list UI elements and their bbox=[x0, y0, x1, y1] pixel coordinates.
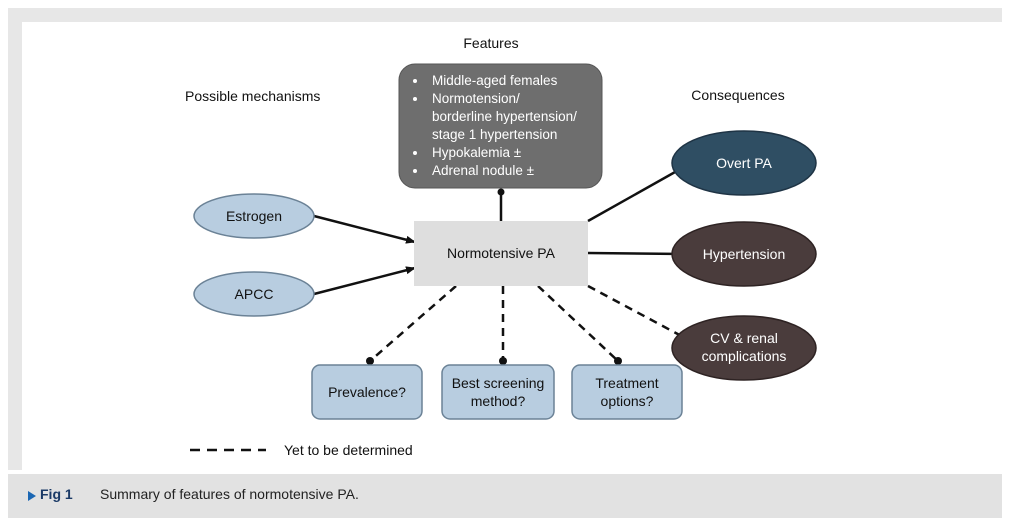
features-item-4-line-1: Adrenal nodule ± bbox=[432, 163, 534, 178]
consequence-overt-pa-label: Overt PA bbox=[716, 155, 772, 171]
connector-apcc-to-center bbox=[313, 266, 416, 296]
connector-center-to-hypertension bbox=[587, 249, 685, 258]
features-bullet-icon bbox=[413, 97, 417, 101]
features-bullet-icon bbox=[413, 151, 417, 155]
mechanism-estrogen: Estrogen bbox=[193, 193, 315, 239]
caption-text: Summary of features of normotensive PA. bbox=[100, 486, 359, 502]
dashed-center-to-prevalence bbox=[369, 285, 457, 362]
consequence-hypertension-label: Hypertension bbox=[703, 246, 786, 262]
dashed-center-to-cv-renal bbox=[587, 284, 688, 341]
features-item-1-line-1: Middle-aged females bbox=[432, 73, 558, 88]
question-treatment-label-line1: Treatment bbox=[595, 375, 658, 391]
dashed-prevalence-dot bbox=[366, 357, 374, 365]
features-bullet-icon bbox=[413, 169, 417, 173]
question-prevalence-label: Prevalence? bbox=[328, 384, 406, 400]
caption-label: Fig 1 bbox=[40, 486, 73, 502]
connector-estrogen-to-center bbox=[313, 214, 416, 244]
consequence-overt-pa: Overt PA bbox=[671, 130, 817, 196]
diagram-svg: Features Possible mechanisms Consequence… bbox=[185, 35, 817, 458]
connector-center-to-overt-pa bbox=[587, 165, 685, 223]
mechanism-apcc-label: APCC bbox=[235, 286, 274, 302]
consequence-cv-renal: CV & renal complications bbox=[671, 315, 817, 381]
dashed-screening-dot bbox=[499, 357, 507, 365]
legend-label: Yet to be determined bbox=[284, 442, 413, 458]
center-node: Normotensive PA bbox=[414, 221, 588, 286]
dashed-center-to-treatment bbox=[537, 285, 619, 362]
mechanism-apcc: APCC bbox=[193, 271, 315, 317]
question-prevalence: Prevalence? bbox=[311, 364, 423, 420]
heading-consequences: Consequences bbox=[691, 87, 784, 103]
center-label: Normotensive PA bbox=[447, 245, 556, 261]
consequence-hypertension: Hypertension bbox=[671, 221, 817, 287]
figure-caption: Fig 1 Summary of features of normotensiv… bbox=[8, 474, 1002, 518]
question-treatment: Treatment options? bbox=[571, 364, 683, 420]
consequence-cv-renal-label-line1: CV & renal bbox=[710, 330, 778, 346]
caption-arrow-icon bbox=[28, 491, 36, 501]
features-box: Middle-aged femalesNormotension/borderli… bbox=[398, 63, 603, 189]
features-item-2-line-1: Normotension/ bbox=[432, 91, 520, 106]
consequence-cv-renal-label-line2: complications bbox=[702, 348, 787, 364]
mechanism-estrogen-label: Estrogen bbox=[226, 208, 282, 224]
question-treatment-label-line2: options? bbox=[601, 393, 654, 409]
dashed-treatment-dot bbox=[614, 357, 622, 365]
features-item-2-line-3: stage 1 hypertension bbox=[432, 127, 557, 142]
figure-panel: Features Possible mechanisms Consequence… bbox=[8, 8, 1004, 474]
question-screening-label-line1: Best screening bbox=[452, 375, 545, 391]
legend: Yet to be determined bbox=[190, 442, 413, 458]
question-screening-label-line2: method? bbox=[471, 393, 526, 409]
features-item-3-line-1: Hypokalemia ± bbox=[432, 145, 521, 160]
connector-features-dot bbox=[497, 188, 505, 196]
features-bullet-icon bbox=[413, 79, 417, 83]
heading-mechanisms: Possible mechanisms bbox=[185, 88, 320, 104]
diagram-area: Features Possible mechanisms Consequence… bbox=[22, 22, 1004, 474]
heading-features: Features bbox=[463, 35, 518, 51]
question-screening: Best screening method? bbox=[441, 364, 555, 420]
features-item-2-line-2: borderline hypertension/ bbox=[432, 109, 577, 124]
